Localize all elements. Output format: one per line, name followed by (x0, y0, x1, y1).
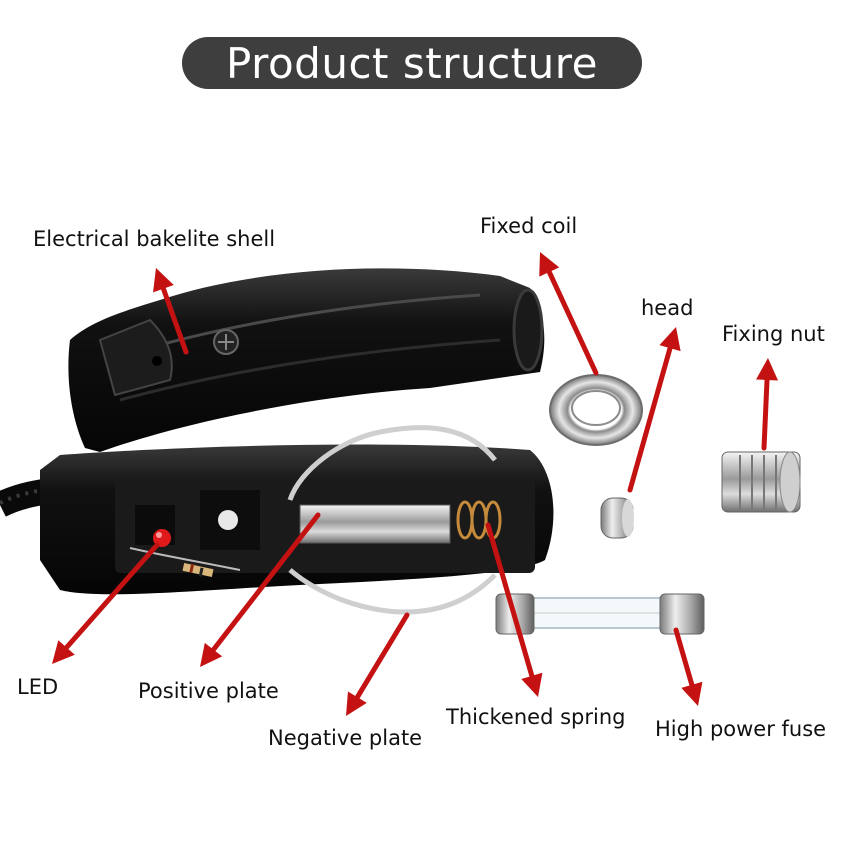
label-negative-plate: Negative plate (268, 726, 423, 750)
positive-plate-part (299, 504, 451, 544)
arrow-thickened-spring (485, 522, 543, 697)
bakelite-shell (68, 268, 545, 452)
arrow-positive-plate (200, 512, 321, 667)
fixed-coil-part (549, 374, 643, 446)
arrows (52, 252, 779, 716)
arrow-negative-plate (346, 612, 410, 716)
title-banner: Product structure (182, 37, 642, 89)
label-high-power-fuse: High power fuse (655, 717, 827, 741)
fixing-nut-part (721, 451, 801, 513)
head-part (600, 497, 634, 539)
fuse-part (495, 593, 705, 635)
arrow-bakelite-shell (153, 268, 189, 355)
arrow-high-power-fuse (673, 627, 703, 706)
arrow-led (52, 542, 160, 664)
arrow-head (627, 327, 681, 493)
arrow-fixing-nut (756, 358, 779, 451)
label-head: head (641, 296, 694, 320)
label-thickened-spring: Thickened spring (446, 705, 626, 729)
page-title: Product structure (226, 38, 598, 88)
label-positive-plate: Positive plate (138, 679, 279, 703)
label-fixing-nut: Fixing nut (722, 322, 825, 346)
negative-plate-part (287, 425, 497, 615)
label-fixed-coil: Fixed coil (480, 214, 578, 238)
arrow-fixed-coil (539, 252, 599, 376)
label-led: LED (17, 675, 59, 699)
label-bakelite-shell: Electrical bakelite shell (33, 227, 276, 251)
plug-body (40, 444, 554, 595)
led-part (129, 529, 241, 578)
